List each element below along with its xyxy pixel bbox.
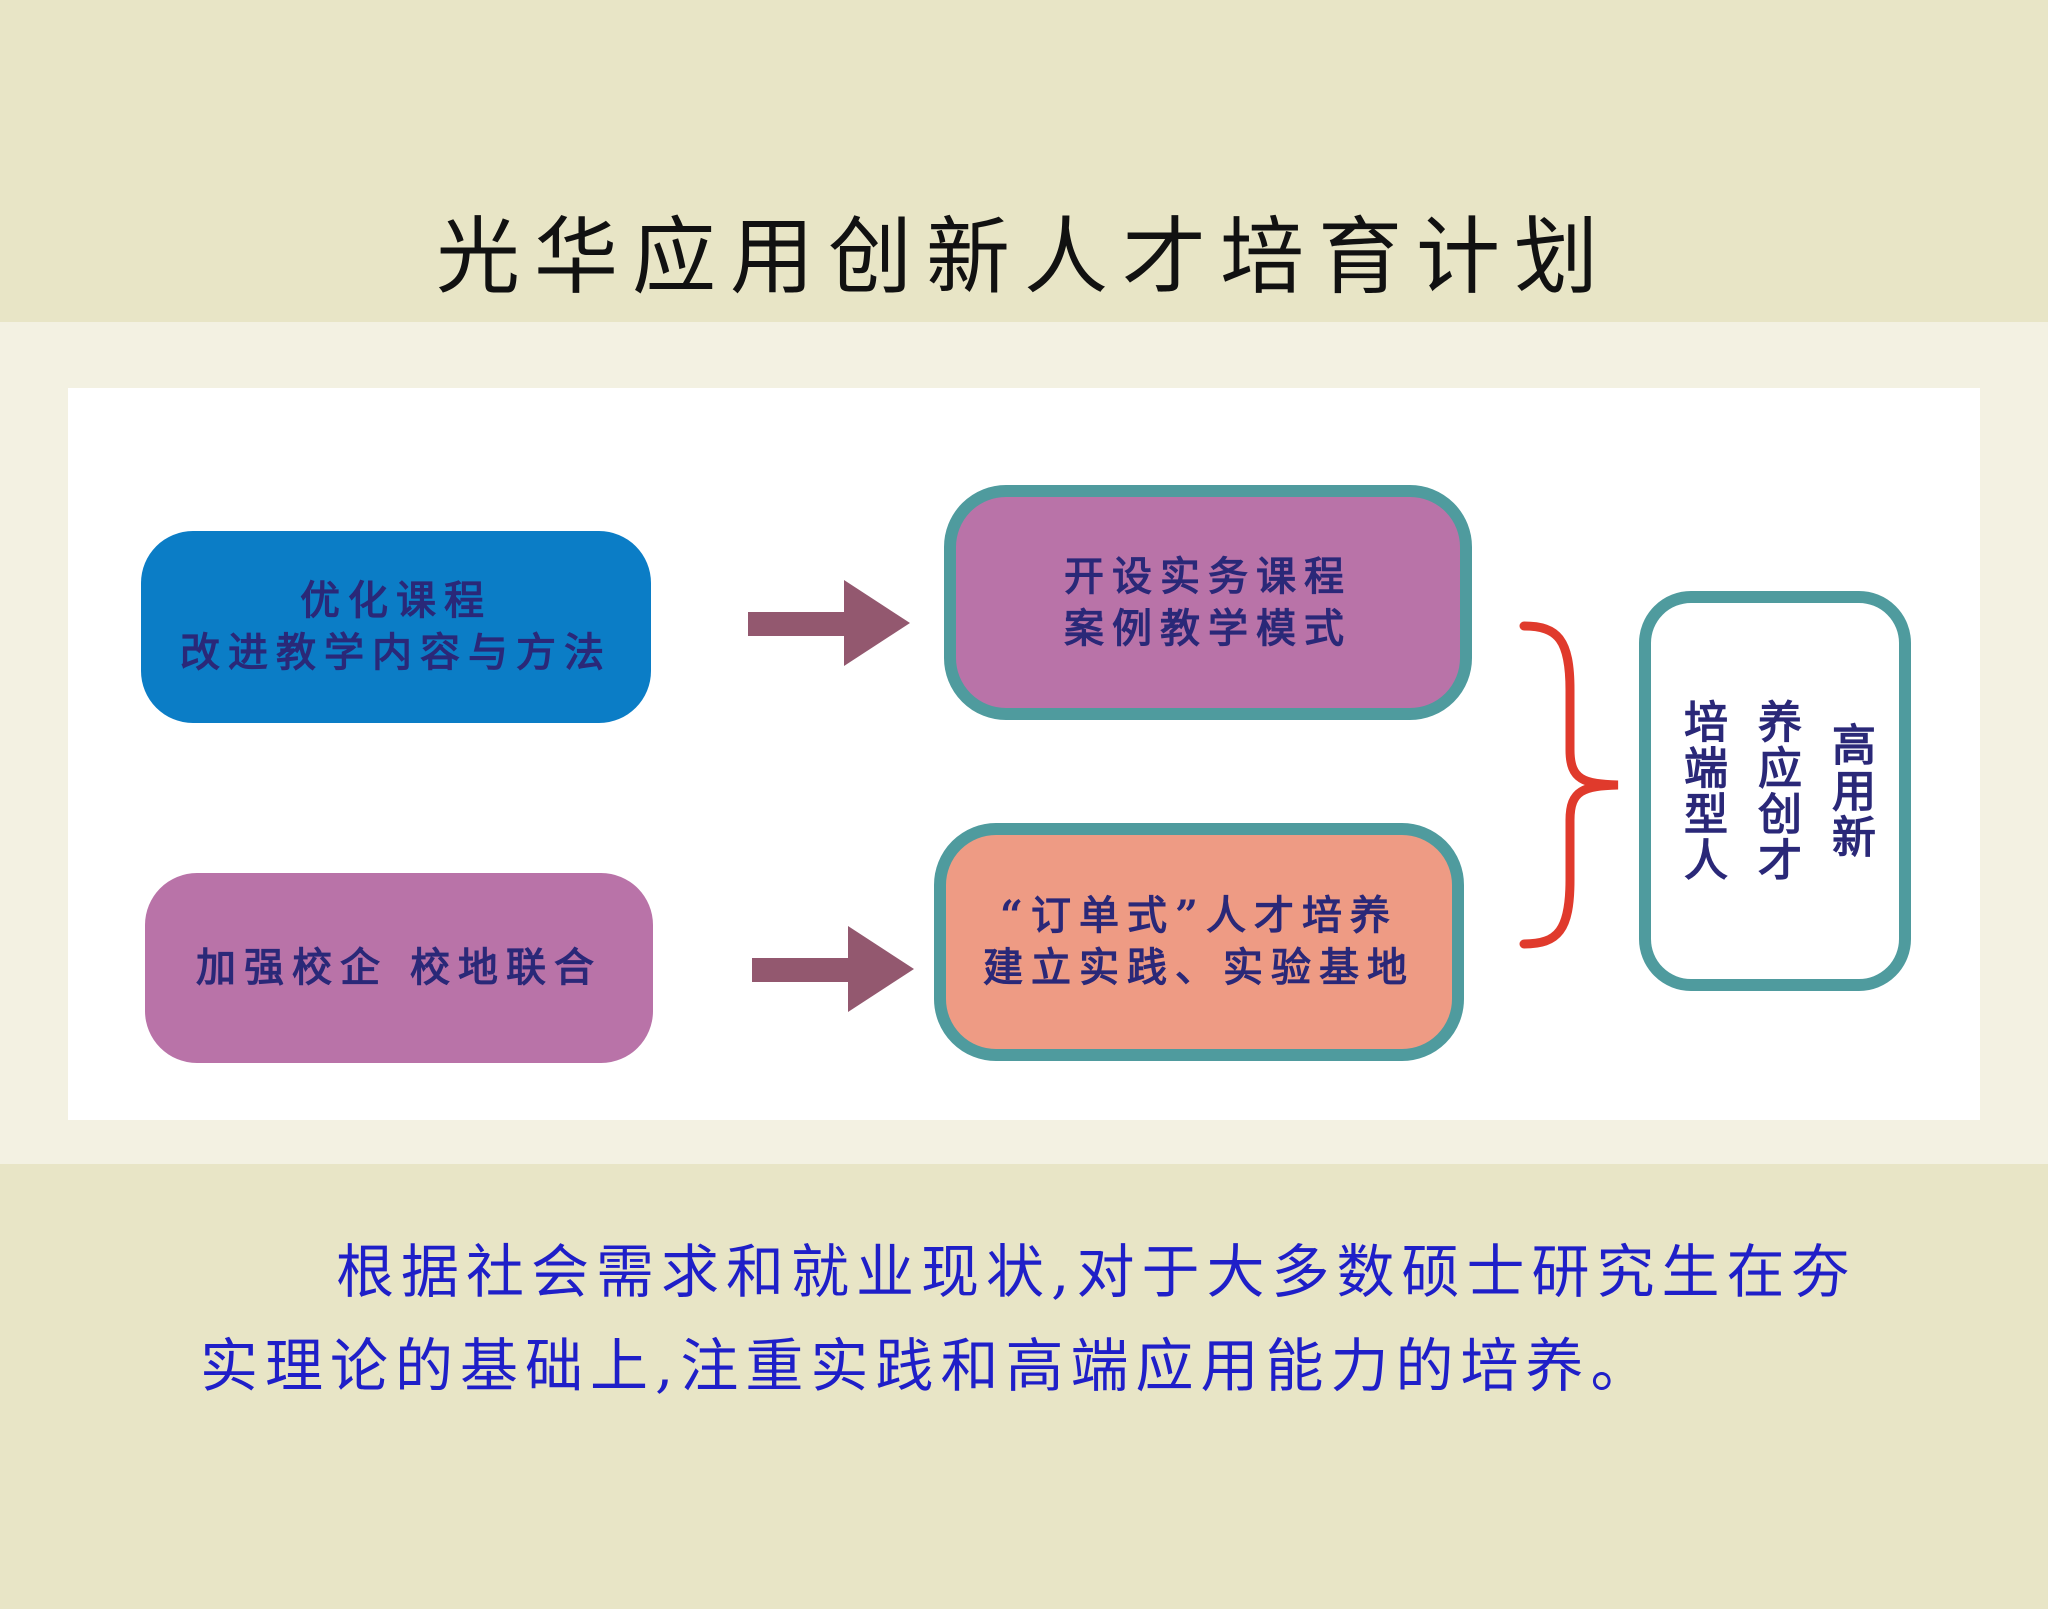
order-box-line1: “订单式”人才培养 bbox=[999, 892, 1398, 939]
outcome-col-2: 养应创才 bbox=[1750, 699, 1801, 883]
order-training-box: “订单式”人才培养 建立实践、实验基地 bbox=[934, 823, 1464, 1061]
optimize-curriculum-box: 优化课程 改进教学内容与方法 bbox=[141, 531, 651, 723]
outcome-box: 高用新 养应创才 培端型人 bbox=[1639, 591, 1911, 991]
optimize-box-line1: 优化课程 bbox=[300, 577, 492, 624]
order-box-line2: 建立实践、实验基地 bbox=[983, 944, 1415, 991]
practice-box-line2: 案例教学模式 bbox=[1064, 604, 1352, 652]
cooperate-box-line1: 加强校企 校地联合 bbox=[196, 944, 602, 991]
page-title: 光华应用创新人才培育计划 bbox=[435, 208, 1612, 306]
outcome-col-1: 高用新 bbox=[1824, 722, 1875, 860]
outcome-text: 高用新 养应创才 培端型人 bbox=[1671, 699, 1879, 883]
description-paragraph: 根据社会需求和就业现状,对于大多数硕士研究生在夯实理论的基础上,注重实践和高端应… bbox=[200, 1238, 1857, 1400]
school-enterprise-cooperation-box: 加强校企 校地联合 bbox=[145, 873, 653, 1063]
right-brace-icon bbox=[1519, 621, 1619, 949]
practice-box-line1: 开设实务课程 bbox=[1064, 552, 1352, 600]
arrow-top-icon bbox=[748, 580, 910, 666]
optimize-box-line2: 改进教学内容与方法 bbox=[180, 629, 612, 676]
practical-courses-box: 开设实务课程 案例教学模式 bbox=[944, 485, 1472, 720]
arrow-bottom-icon bbox=[752, 926, 914, 1012]
diagram-canvas: 优化课程 改进教学内容与方法 加强校企 校地联合 开设实务课程 案例教学模式 “… bbox=[68, 388, 1980, 1120]
outcome-col-3: 培端型人 bbox=[1676, 699, 1727, 883]
